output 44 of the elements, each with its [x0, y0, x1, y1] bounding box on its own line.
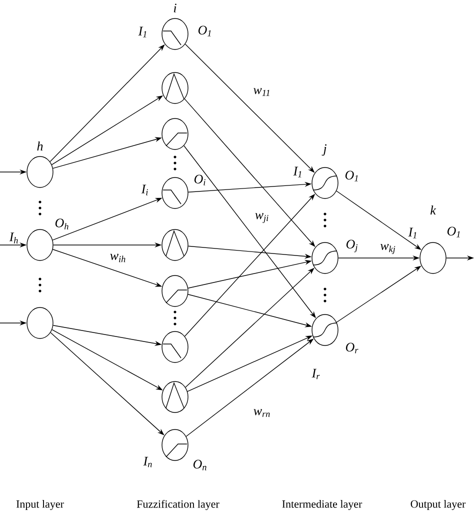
neuron-circle: [162, 429, 188, 461]
neuron-circle: [312, 314, 338, 346]
neuron-circle: [26, 156, 54, 188]
layer-label: Input layer: [16, 500, 64, 510]
edge-label: w$_{ji}$: [254, 212, 270, 224]
edge-label: w$_{kj}$: [379, 242, 397, 256]
node-label: h: [37, 142, 43, 150]
node-label: I$_{1}$: [138, 26, 146, 38]
node-label: O$_{n}$: [193, 460, 206, 470]
neuron-circle: [312, 242, 338, 274]
neuron-circle: [26, 307, 54, 339]
neuron-circle: [162, 229, 188, 261]
layer-label: Output layer: [410, 500, 466, 510]
node-label: O$_{1}$: [198, 26, 211, 36]
node-label: k: [430, 206, 436, 214]
layer-label: Intermediate layer: [282, 500, 362, 510]
node-label: O$_{i}$: [194, 174, 206, 186]
node-label: O$_{r}$: [346, 342, 358, 354]
node-label: I$_{r}$: [312, 368, 320, 380]
layer-label: Fuzzification layer: [136, 500, 220, 510]
neuron-circle: [162, 275, 188, 307]
neuron-circle: [162, 177, 188, 209]
node-label: I$_{i}$: [141, 184, 148, 196]
node-label: O$_{j}$: [346, 240, 358, 252]
node-label: O$_{h}$: [55, 218, 68, 230]
edge-label: w$_{ih}$: [108, 252, 128, 264]
neuron-circle: [162, 381, 188, 413]
neuron-circle: [420, 242, 446, 274]
node-label: I$_{1}$: [408, 228, 416, 238]
neuron-circle: [162, 118, 188, 150]
neuron-circle: [162, 72, 188, 104]
node-label: O$_{1}$: [345, 170, 358, 182]
node-label: j: [322, 144, 326, 156]
node-label: i: [174, 4, 176, 12]
neuron-circle: [162, 18, 188, 50]
node-label: I$_{h}$: [9, 232, 18, 244]
node-label: I$_{n}$: [143, 456, 152, 468]
edge-label: w$_{rn}$: [252, 408, 272, 418]
neuron-circle: [162, 331, 188, 363]
neuron-circle: [312, 167, 338, 199]
node-label: O$_{1}$: [447, 226, 460, 238]
edge-label: w$_{11}$: [252, 87, 272, 97]
neuron-circle: [26, 229, 54, 261]
node-label: I$_{1}$: [293, 166, 302, 178]
